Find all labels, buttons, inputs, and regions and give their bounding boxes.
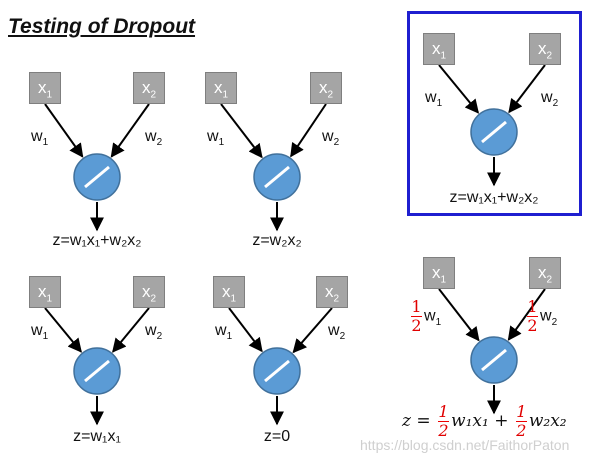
input-box-x2-3: x2	[133, 276, 165, 308]
weight-label-w2-3: w2	[145, 322, 163, 343]
input-box-x2-2: x2	[310, 72, 342, 104]
neuron-activation-4	[264, 359, 290, 383]
eq-lhs: z =	[402, 411, 431, 431]
neuron-activation-6	[481, 348, 507, 372]
weight-arrow-2-6	[507, 288, 546, 341]
watermark: https://blog.csdn.net/FaithorPaton	[360, 437, 570, 453]
weight-label-w2-1: w2	[145, 128, 163, 149]
neuron-activation-5	[481, 120, 507, 144]
highlight-frame	[407, 11, 582, 216]
weight-arrow-1-1	[44, 103, 84, 158]
weight-arrow-2-5	[508, 64, 546, 114]
page-title: Testing of Dropout	[8, 15, 196, 38]
weight-arrow-1-5	[438, 64, 480, 114]
weight-arrow-1-4	[228, 307, 263, 353]
weight-arrow-2-3	[112, 307, 150, 353]
input-box-x2-1: x2	[133, 72, 165, 104]
input-box-x2-6: x2	[529, 257, 561, 289]
input-box-x1-2: x1	[205, 72, 237, 104]
weight-arrow-1-2	[220, 103, 263, 159]
input-box-x1-5: x1	[423, 33, 455, 65]
input-box-x1-1: x1	[29, 72, 61, 104]
equation-x2-dropped: z=w₁x₁	[73, 428, 121, 445]
neuron-activation-1	[84, 165, 110, 189]
weight-label-w1-5: w1	[425, 89, 443, 110]
weight-label-w1-4: w1	[215, 322, 233, 343]
input-box-x1-6: x1	[423, 257, 455, 289]
weight-arrow-1-6	[438, 288, 480, 342]
weight-arrow-2-1	[110, 103, 150, 158]
weight-label-w1-3: w1	[31, 322, 49, 343]
equation-full: z=w₁x₁+w₂x₂	[52, 232, 142, 249]
weight-label-w2-5: w2	[541, 89, 559, 110]
equation-x1-dropped: z=w₂x₂	[252, 232, 302, 249]
weight-arrow-2-2	[290, 103, 327, 158]
input-box-x2-5: x2	[529, 33, 561, 65]
highlight-equation: z=w₁x₁+w₂x₂	[449, 189, 539, 206]
weight-label-w1-2: w1	[207, 128, 225, 149]
input-box-x1-4: x1	[213, 276, 245, 308]
weight-label-w1-1: w1	[31, 128, 49, 149]
weight-label-w2-2: w2	[322, 128, 340, 149]
equation-both-dropped: z=0	[263, 428, 291, 445]
eq-mid: w₁x₁ +	[451, 411, 509, 431]
input-box-x2-4: x2	[316, 276, 348, 308]
input-box-x1-3: x1	[29, 276, 61, 308]
eq-end: w₂x₂	[528, 411, 567, 431]
neuron-activation-3	[84, 359, 110, 383]
weight-arrow-1-3	[44, 307, 82, 353]
weight-label-w2-4: w2	[328, 322, 346, 343]
weight-arrow-2-4	[292, 307, 333, 354]
neuron-activation-2	[264, 165, 290, 189]
